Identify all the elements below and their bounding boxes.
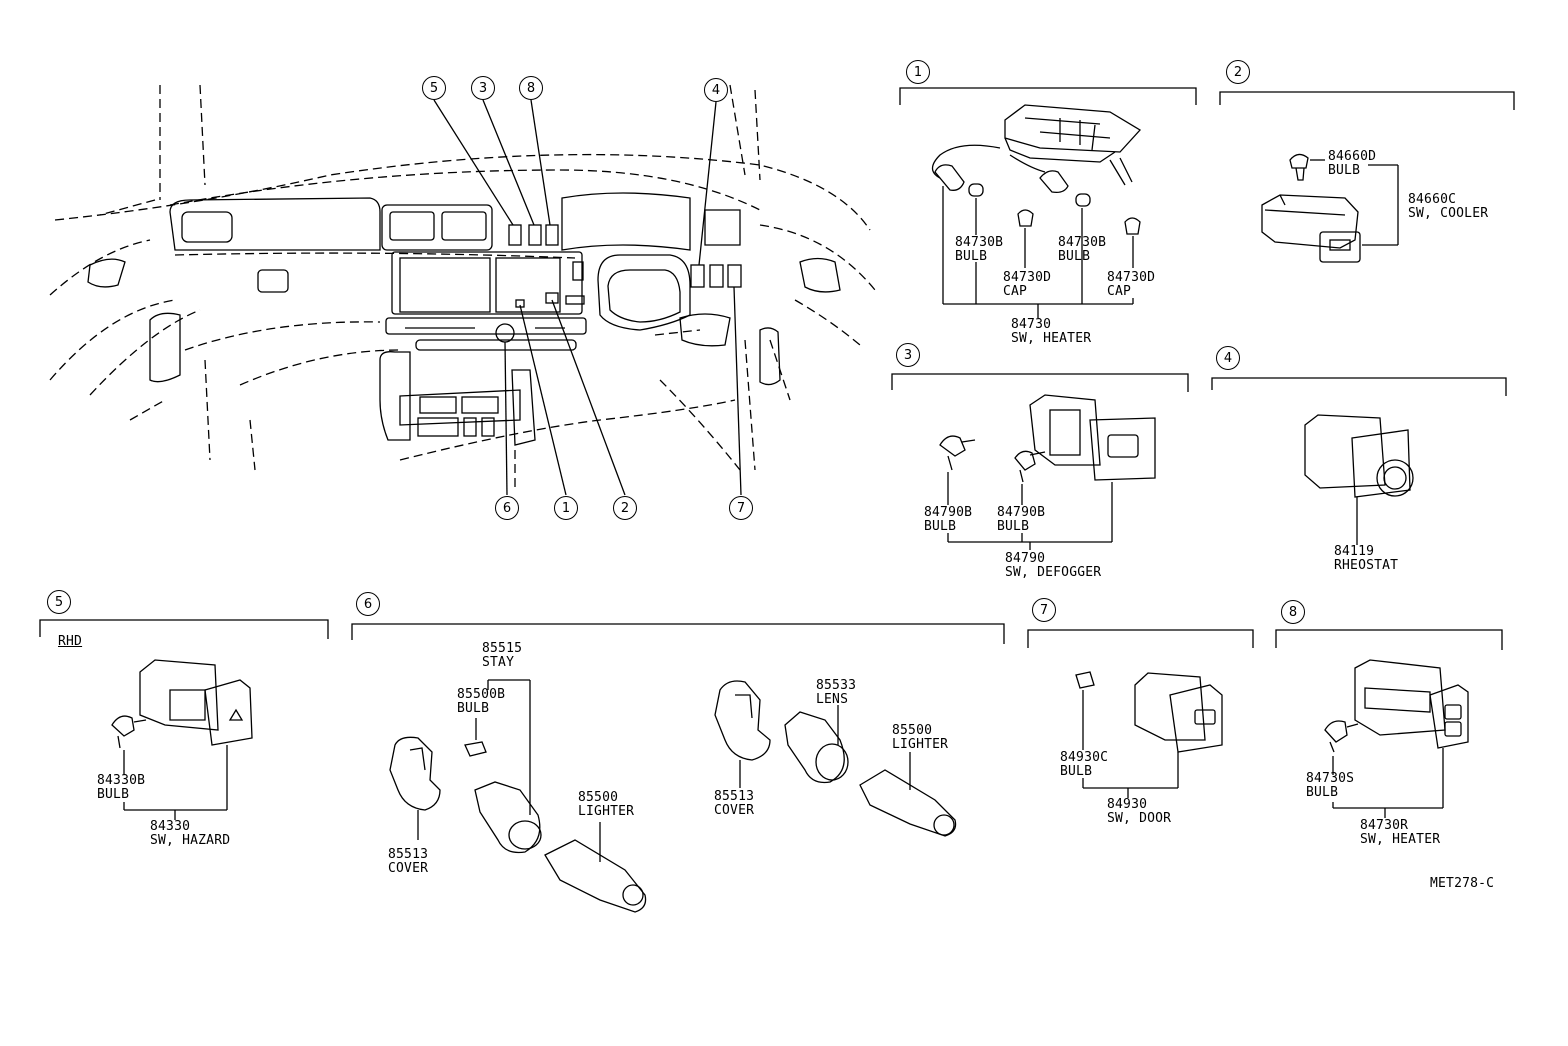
s5-assembly-name: SW, HAZARD [150,833,231,848]
section-7-number: 7 [1032,598,1056,622]
s6-drawing [389,679,957,913]
section-1-number: 1 [906,60,930,84]
section-4-number: 4 [1216,346,1240,370]
s6-part-6-no: 85500 [892,723,933,738]
s8-assembly-name: SW, HEATER [1360,832,1441,847]
s1-part-0-no: 84730B [955,235,1004,250]
overview-callout-4: 4 [704,78,728,102]
s1-drawing [931,104,1142,318]
s7-drawing [1075,671,1223,798]
s7-assembly-no: 84930 [1107,797,1148,812]
s3-part-1-no: 84790B [997,505,1046,520]
s2-part-1-name: SW, COOLER [1408,206,1489,221]
s6-part-4-name: COVER [714,803,755,818]
s2-part-0-no: 84660D [1328,149,1377,164]
s2-drawing [1261,153,1399,263]
s3-part-1-name: BULB [997,519,1030,534]
s3-assembly-no: 84790 [1005,551,1046,566]
s4-part-0-no: 84119 [1334,544,1375,559]
s7-part-0-no: 84930C [1060,750,1109,765]
overview-leaders [433,99,742,496]
section-5-number: 5 [47,590,71,614]
s1-part-1-no: 84730B [1058,235,1107,250]
s5-drawing [111,659,253,820]
s5-note: RHD [58,634,83,649]
s4-drawing [1304,414,1414,545]
s1-part-0-name: BULB [955,249,988,264]
overview-switches [495,224,742,343]
overview-callout-2: 2 [613,496,637,520]
s1-assembly-no: 84730 [1011,317,1052,332]
s1-part-2-name: CAP [1003,284,1028,299]
s2-part-0-name: BULB [1328,163,1361,178]
s5-part-0-name: BULB [97,787,130,802]
s6-part-0-name: STAY [482,655,515,670]
s6-part-3-name: LIGHTER [578,804,635,819]
s1-part-3-name: CAP [1107,284,1132,299]
s3-part-0-no: 84790B [924,505,973,520]
s6-part-2-name: COVER [388,861,429,876]
overview-callout-8: 8 [519,76,543,100]
s6-part-6-name: LIGHTER [892,737,949,752]
s5-assembly-no: 84330 [150,819,191,834]
overview-callout-5: 5 [422,76,446,100]
section-8-number: 8 [1281,600,1305,624]
s6-part-5-name: LENS [816,692,849,707]
drawing-code: MET278-C [1430,876,1495,891]
section-2-number: 2 [1226,60,1250,84]
s1-part-3-no: 84730D [1107,270,1156,285]
overview-callout-3: 3 [471,76,495,100]
s8-part-0-name: BULB [1306,785,1339,800]
s7-assembly-name: SW, DOOR [1107,811,1172,826]
s2-part-1-no: 84660C [1408,192,1457,207]
s1-part-2-no: 84730D [1003,270,1052,285]
s4-part-0-name: RHEOSTAT [1334,558,1399,573]
s1-assembly-name: SW, HEATER [1011,331,1092,346]
s6-part-5-no: 85533 [816,678,857,693]
section-brackets [39,87,1515,650]
s6-part-3-no: 85500 [578,790,619,805]
s1-part-1-name: BULB [1058,249,1091,264]
s5-part-0-no: 84330B [97,773,146,788]
s8-part-0-no: 84730S [1306,771,1355,786]
s6-part-1-name: BULB [457,701,490,716]
overview-callout-1: 1 [554,496,578,520]
s6-part-0-no: 85515 [482,641,523,656]
s3-part-0-name: BULB [924,519,957,534]
section-3-number: 3 [896,343,920,367]
dashboard-overview-solid [87,192,841,446]
s7-part-0-name: BULB [1060,764,1093,779]
s8-drawing [1324,659,1469,818]
s8-assembly-no: 84730R [1360,818,1409,833]
overview-callout-7: 7 [729,496,753,520]
s6-part-4-no: 85513 [714,789,755,804]
s6-part-1-no: 85500B [457,687,506,702]
overview-callout-6: 6 [495,496,519,520]
s3-assembly-name: SW, DEFOGGER [1005,565,1102,580]
section-6-number: 6 [356,592,380,616]
s6-part-2-no: 85513 [388,847,429,862]
s3-drawing [939,394,1156,550]
